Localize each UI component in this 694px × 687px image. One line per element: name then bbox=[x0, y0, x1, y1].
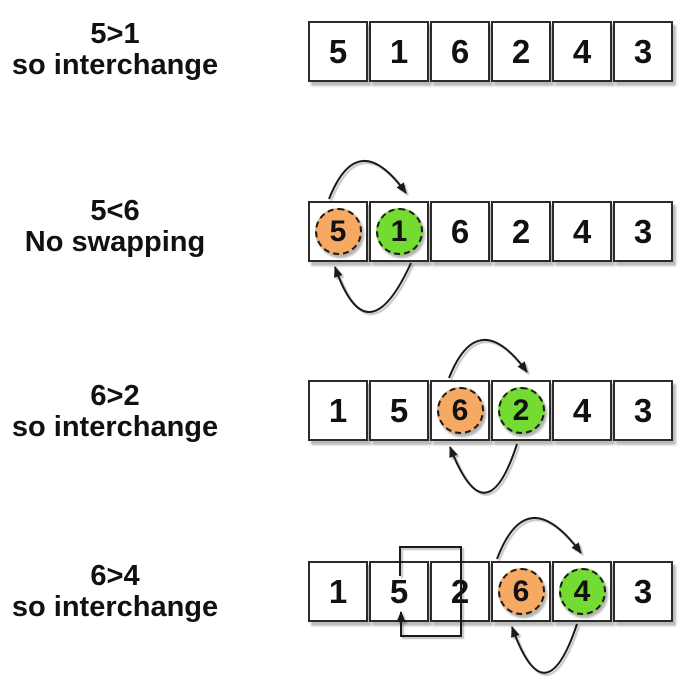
cell-value: 5 bbox=[389, 391, 409, 429]
array-cell: 3 bbox=[613, 21, 673, 82]
cell-value: 1 bbox=[390, 214, 408, 248]
swap-arrow-forward-step3 bbox=[448, 339, 528, 379]
step1-action-text: so interchange bbox=[11, 49, 219, 81]
cell-value: 3 bbox=[633, 212, 653, 250]
swap-highlight-circle-orange: 6 bbox=[436, 387, 484, 434]
array-cell: 5 bbox=[369, 561, 429, 622]
cell-value: 4 bbox=[572, 32, 592, 70]
array-cell: 6 bbox=[491, 561, 551, 622]
array-cell: 2 bbox=[430, 561, 490, 622]
array-cell: 3 bbox=[613, 201, 673, 262]
cell-value: 1 bbox=[328, 391, 348, 429]
array-cell: 4 bbox=[552, 201, 612, 262]
array-cell: 1 bbox=[369, 21, 429, 82]
step4-comparison-text: 6>4 bbox=[90, 560, 140, 592]
swap-arrow-back-step2 bbox=[334, 262, 412, 313]
step3-label: 6>2 so interchange bbox=[0, 381, 230, 443]
array-cell: 4 bbox=[552, 561, 612, 622]
cell-value: 1 bbox=[389, 32, 409, 70]
swap-highlight-circle-orange: 5 bbox=[314, 208, 362, 255]
cell-value: 5 bbox=[328, 32, 348, 70]
cell-value: 6 bbox=[450, 212, 470, 250]
array-cell: 6 bbox=[430, 21, 490, 82]
array-cell: 2 bbox=[491, 201, 551, 262]
array-cell: 5 bbox=[308, 21, 368, 82]
step3-comparison-text: 6>2 bbox=[90, 380, 140, 412]
swap-arrow-forward-step4 bbox=[496, 516, 582, 560]
array-cell: 2 bbox=[491, 21, 551, 82]
step3-action-text: so interchange bbox=[11, 411, 219, 443]
step2-array-row: 5 1 6 2 4 3 bbox=[308, 201, 673, 262]
step3-array-row: 1 5 6 2 4 3 bbox=[308, 380, 673, 441]
cell-value: 4 bbox=[572, 391, 592, 429]
cell-value: 3 bbox=[633, 32, 653, 70]
cell-value: 6 bbox=[451, 393, 469, 427]
step1-label: 5>1 so interchange bbox=[0, 19, 230, 81]
array-cell: 5 bbox=[308, 201, 368, 262]
cell-value: 2 bbox=[511, 212, 531, 250]
cell-value: 2 bbox=[511, 32, 531, 70]
array-cell: 1 bbox=[308, 561, 368, 622]
array-cell: 1 bbox=[308, 380, 368, 441]
array-cell: 2 bbox=[491, 380, 551, 441]
swap-arrow-forward-step2 bbox=[328, 160, 407, 200]
cell-value: 5 bbox=[389, 572, 409, 610]
cell-value: 5 bbox=[329, 214, 347, 248]
array-cell: 6 bbox=[430, 201, 490, 262]
step4-array-row: 1 5 2 6 4 3 bbox=[308, 561, 673, 622]
step2-label: 5<6 No swapping bbox=[0, 196, 230, 258]
cell-value: 6 bbox=[450, 32, 470, 70]
step2-comparison-text: 5<6 bbox=[90, 195, 140, 227]
swap-arrow-back-step4 bbox=[511, 623, 578, 674]
step4-label: 6>4 so interchange bbox=[0, 561, 230, 623]
array-cell: 3 bbox=[613, 380, 673, 441]
array-cell: 4 bbox=[552, 380, 612, 441]
array-cell: 5 bbox=[369, 380, 429, 441]
swap-highlight-circle-green: 4 bbox=[558, 568, 606, 615]
swap-highlight-circle-green: 2 bbox=[497, 387, 545, 434]
array-cell: 6 bbox=[430, 380, 490, 441]
step4-action-text: so interchange bbox=[11, 591, 219, 623]
array-cell: 4 bbox=[552, 21, 612, 82]
step1-comparison-text: 5>1 bbox=[90, 18, 140, 50]
step2-action-text: No swapping bbox=[24, 226, 206, 258]
swap-highlight-circle-green: 1 bbox=[375, 208, 423, 255]
cell-value: 2 bbox=[450, 572, 470, 610]
array-cell: 1 bbox=[369, 201, 429, 262]
cell-value: 6 bbox=[512, 574, 530, 608]
array-cell: 3 bbox=[613, 561, 673, 622]
cell-value: 1 bbox=[328, 572, 348, 610]
swap-highlight-circle-orange: 6 bbox=[497, 568, 545, 615]
cell-value: 4 bbox=[573, 574, 591, 608]
cell-value: 4 bbox=[572, 212, 592, 250]
swap-arrow-back-step3 bbox=[449, 443, 518, 494]
cell-value: 3 bbox=[633, 391, 653, 429]
step1-array-row: 5 1 6 2 4 3 bbox=[308, 21, 673, 82]
cell-value: 2 bbox=[512, 393, 530, 427]
cell-value: 3 bbox=[633, 572, 653, 610]
